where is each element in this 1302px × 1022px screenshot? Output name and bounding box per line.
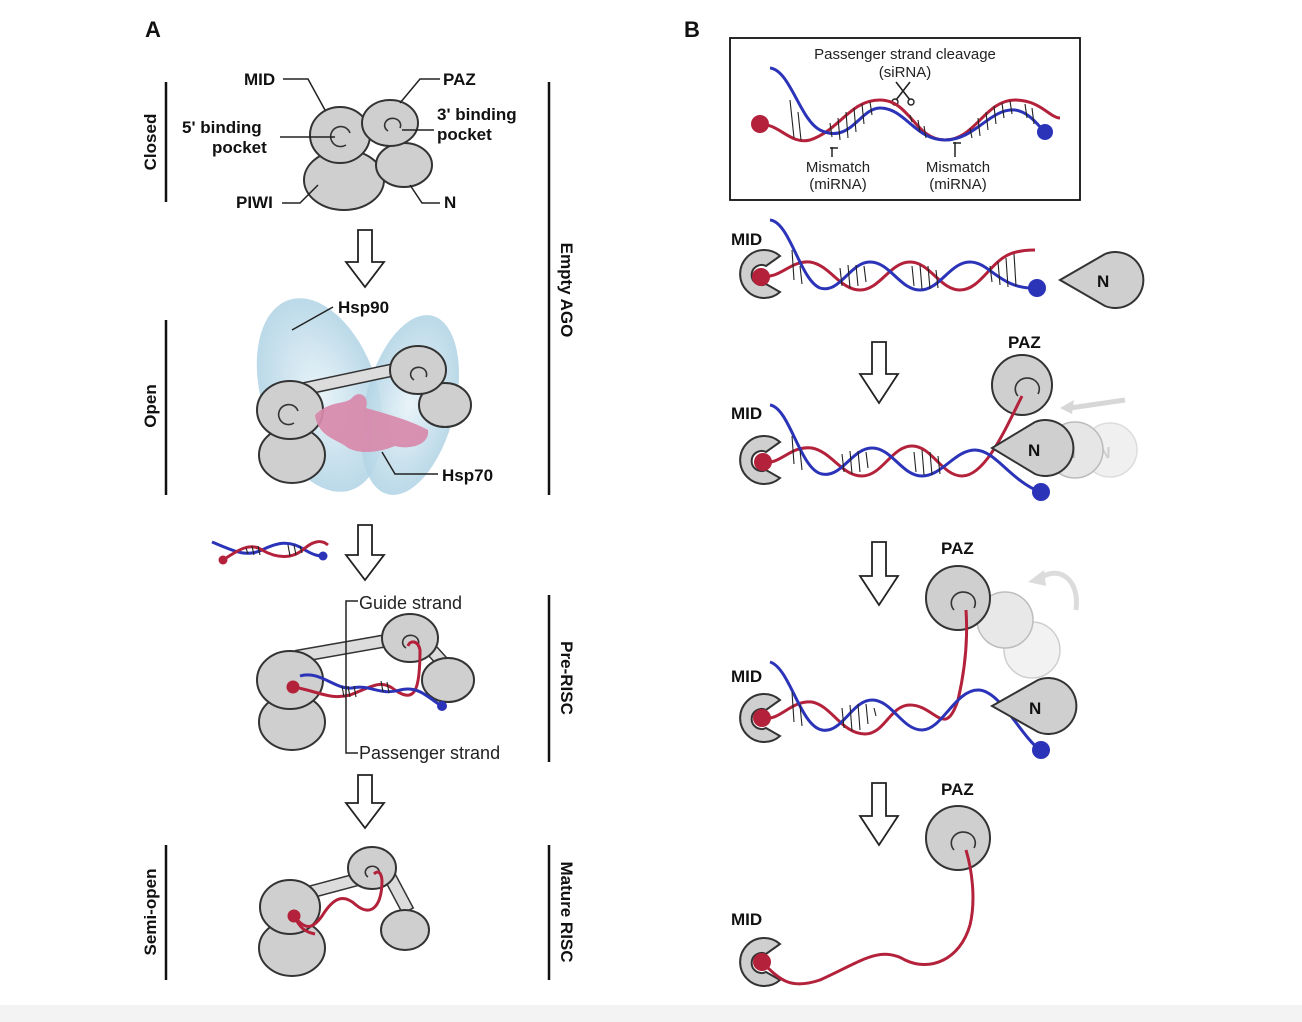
- semi-n-domain: [380, 909, 430, 951]
- down-arrow-icon: [344, 524, 386, 582]
- hsp70-leader: [381, 451, 438, 475]
- mid-label: MID: [244, 70, 275, 89]
- three-prime-label-1: 3' binding: [437, 105, 517, 124]
- closed-label: Closed: [141, 114, 160, 171]
- slide-arrow-icon: [1069, 397, 1126, 411]
- b-n-label-1: N: [1097, 272, 1109, 291]
- pre-n-domain: [421, 657, 475, 703]
- panel-b-label: B: [684, 17, 700, 42]
- b-mid-label-3: MID: [731, 667, 762, 686]
- hsp90-label: Hsp90: [338, 298, 389, 317]
- small-duplex: [211, 540, 329, 565]
- mature-risc-label: Mature RISC: [557, 861, 576, 962]
- b-paz-pocket-icon-2: [1014, 377, 1041, 397]
- mismatch-tick-1: [830, 147, 838, 157]
- semi-open-ago: [258, 846, 430, 977]
- b-mid-domain-4: [739, 937, 782, 987]
- cleavage-label-1: Passenger strand cleavage: [814, 46, 996, 63]
- rotate-arrow-icon: [1038, 570, 1079, 611]
- b-paz-pocket-icon-4: [950, 831, 977, 851]
- five-prime-label-1: 5' binding: [182, 118, 262, 137]
- paz-label: PAZ: [443, 70, 476, 89]
- open-three-prime-pocket-icon: [409, 366, 428, 381]
- mismatch-label-2b: (miRNA): [929, 176, 987, 193]
- b-duplex-1: [752, 218, 1046, 297]
- five-prime-label-2: pocket: [212, 138, 267, 157]
- open-n-domain: [418, 382, 472, 428]
- mid-leader: [283, 78, 326, 111]
- b-paz-label-3: PAZ: [941, 539, 974, 558]
- mismatch-label-1: Mismatch: [806, 159, 870, 176]
- mismatch-label-1b: (miRNA): [809, 176, 867, 193]
- empty-ago-label: Empty AGO: [557, 243, 576, 338]
- three-prime-pocket-icon: [383, 117, 402, 132]
- cleavage-label-2: (siRNA): [879, 64, 932, 81]
- open-label: Open: [141, 384, 160, 427]
- passenger-strand-label: Passenger strand: [359, 743, 500, 763]
- n-domain: [375, 142, 433, 188]
- n-leader: [409, 184, 440, 204]
- b-mid-domain-3: [739, 693, 782, 743]
- paz-leader: [399, 78, 440, 104]
- pre-passenger-strand: [299, 673, 443, 708]
- b-n-label-3: N: [1029, 699, 1041, 718]
- down-arrow-icon: [344, 774, 386, 830]
- b-duplex-3: [753, 609, 1050, 759]
- pre-mid-domain: [256, 650, 324, 710]
- b-mid-label-4: MID: [731, 910, 762, 929]
- down-arrow-icon: [858, 341, 900, 405]
- b-n-label-2: N: [1028, 441, 1040, 460]
- five-prime-pocket-icon: [329, 125, 351, 148]
- b-n-domain-3: [989, 677, 1078, 735]
- n-label: N: [444, 193, 456, 212]
- b-mid-label-2: MID: [731, 404, 762, 423]
- guide-strand-label: Guide strand: [359, 593, 462, 613]
- b-mid-label-1: MID: [731, 230, 762, 249]
- semi-mid-domain: [259, 879, 321, 935]
- piwi-leader: [282, 184, 319, 204]
- boxed-duplex: [751, 66, 1061, 143]
- semi-open-label: Semi-open: [141, 869, 160, 956]
- down-arrow-icon: [344, 229, 386, 289]
- hsp70-label: Hsp70: [442, 466, 493, 485]
- pre-risc-label: Pre-RISC: [557, 641, 576, 715]
- b-paz-label-2: PAZ: [1008, 333, 1041, 352]
- closed-ago: [303, 99, 433, 211]
- piwi-label: PIWI: [236, 193, 273, 212]
- panel-a-label: A: [145, 17, 161, 42]
- b-guide-strand-4: [760, 849, 975, 986]
- b-mid-domain-1: [739, 249, 782, 299]
- b-n-ghost-label-2: N: [1099, 445, 1111, 462]
- b-guide-5prime-4: [753, 953, 771, 971]
- b-n-domain-2: [990, 419, 1075, 477]
- hsp70-shape: [315, 394, 429, 453]
- b-duplex-2: [754, 395, 1050, 501]
- open-ago: [256, 298, 472, 495]
- down-arrow-icon: [858, 541, 900, 607]
- hsp90-leader: [291, 306, 334, 331]
- strand-bracket: [345, 600, 358, 754]
- b-mid-domain-2: [739, 435, 782, 485]
- three-prime-label-2: pocket: [437, 125, 492, 144]
- b-paz-label-4: PAZ: [941, 780, 974, 799]
- semi-guide-strand: [292, 870, 384, 928]
- pre-risc-ago: [256, 613, 475, 751]
- open-five-prime-pocket-icon: [277, 403, 299, 426]
- b-n-domain-1: [1058, 251, 1145, 309]
- mismatch-tick-2: [953, 142, 961, 157]
- down-arrow-icon: [858, 782, 900, 847]
- b-paz-pocket-icon-3: [950, 591, 977, 611]
- mismatch-label-2: Mismatch: [926, 159, 990, 176]
